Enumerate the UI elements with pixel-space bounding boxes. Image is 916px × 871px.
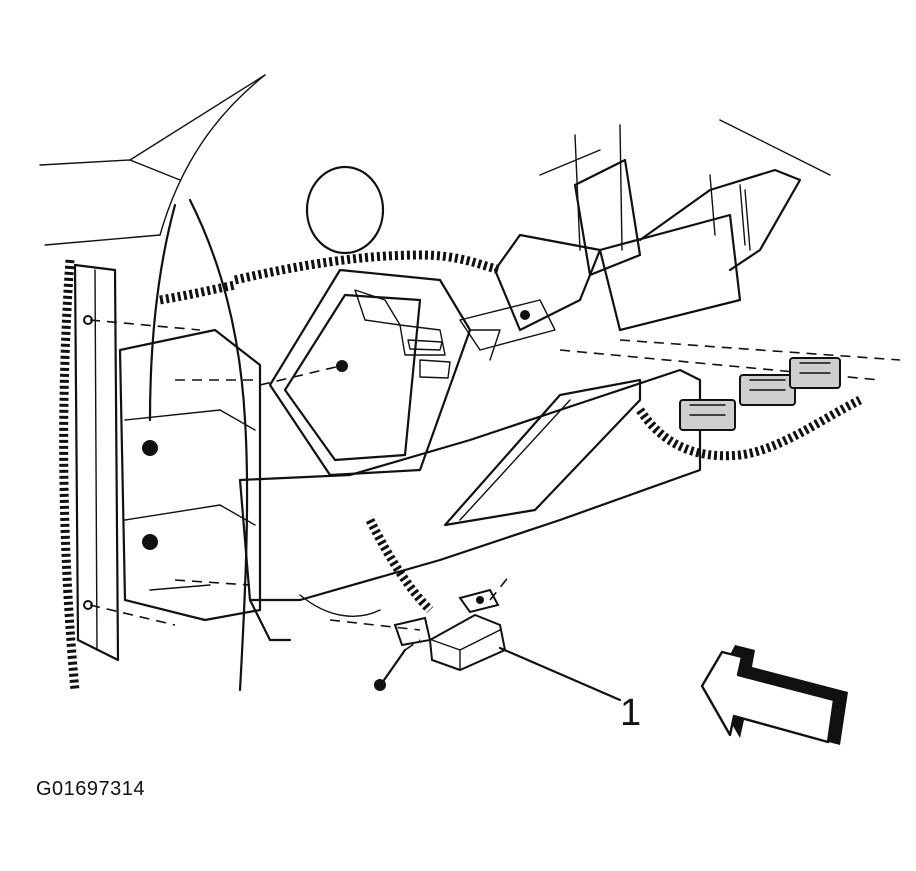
left-kick-panel xyxy=(59,259,262,691)
steering-wheel xyxy=(305,165,385,255)
direction-arrow-icon xyxy=(700,645,848,745)
module-assembly xyxy=(329,574,511,672)
bolt-icon xyxy=(374,639,421,691)
upper-dash-components xyxy=(459,119,901,381)
windshield-pillar-outline xyxy=(39,74,266,692)
right-connectors xyxy=(679,357,841,431)
callout-label-1: 1 xyxy=(620,692,642,734)
callout-leader-1 xyxy=(498,646,622,702)
figure-id: G01697314 xyxy=(36,778,146,800)
center-console-housing xyxy=(259,268,472,477)
